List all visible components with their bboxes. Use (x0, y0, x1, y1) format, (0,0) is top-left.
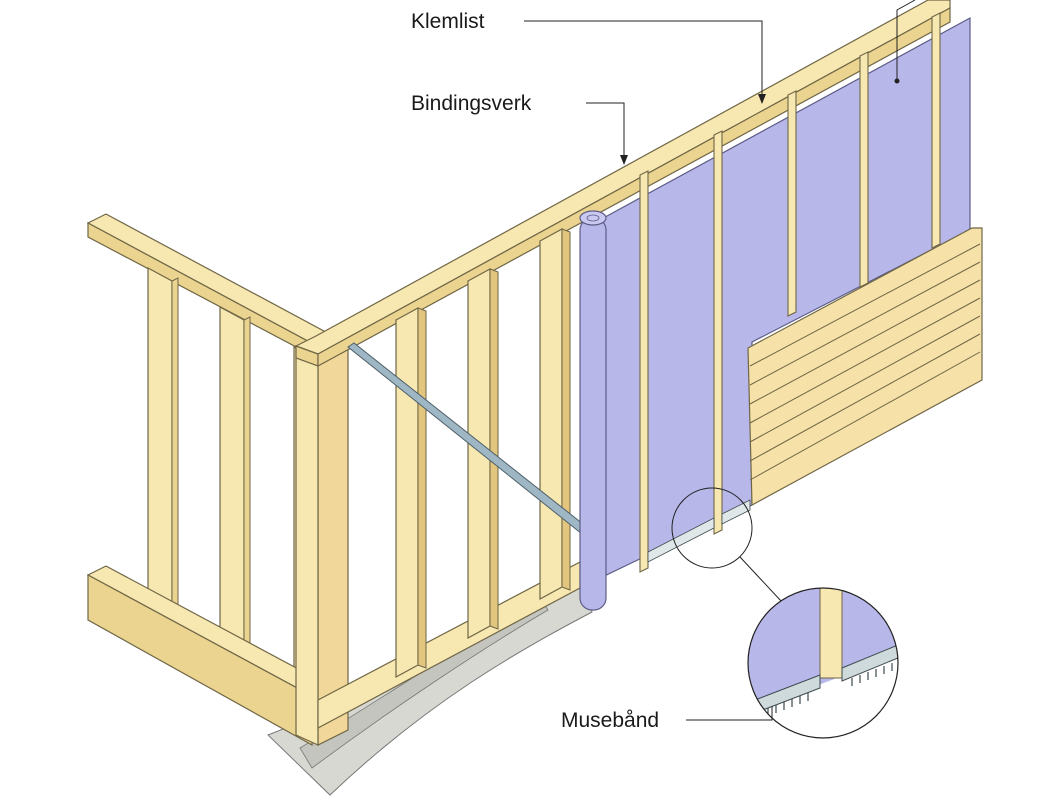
detail-source-circle (671, 487, 753, 569)
corner-post-front (295, 347, 319, 746)
detail-connector (739, 556, 783, 603)
wind-barrier-roll-top (579, 210, 607, 226)
corner-post (317, 340, 349, 746)
left-wall-top-plate-face (87, 221, 318, 359)
label-klemlist: Klemlist (408, 10, 488, 34)
label-musebaand: Musebånd (558, 709, 663, 733)
left-wall-bottom-plate-face (87, 573, 313, 747)
label-bindingsverk: Bindingsverk (408, 92, 535, 116)
top-right-leader (896, 0, 916, 80)
bindingsverk-leader (586, 102, 625, 158)
left-wall-top-plate (86, 213, 337, 347)
leader-lines (524, 0, 916, 721)
musebaand-leader (686, 706, 773, 721)
detail-magnified-circle (747, 587, 899, 739)
detail-magnified (748, 588, 898, 738)
rodent-strip (647, 499, 751, 563)
wind-barrier-roll (579, 217, 607, 611)
klemlist-leader (524, 20, 763, 96)
membrane-fold (299, 597, 549, 769)
long-wall-studs (395, 227, 563, 679)
left-wall-stud-sides (171, 277, 251, 656)
cladding-boards (749, 243, 981, 481)
battens (639, 12, 941, 573)
leader-arrowheads (620, 78, 900, 165)
